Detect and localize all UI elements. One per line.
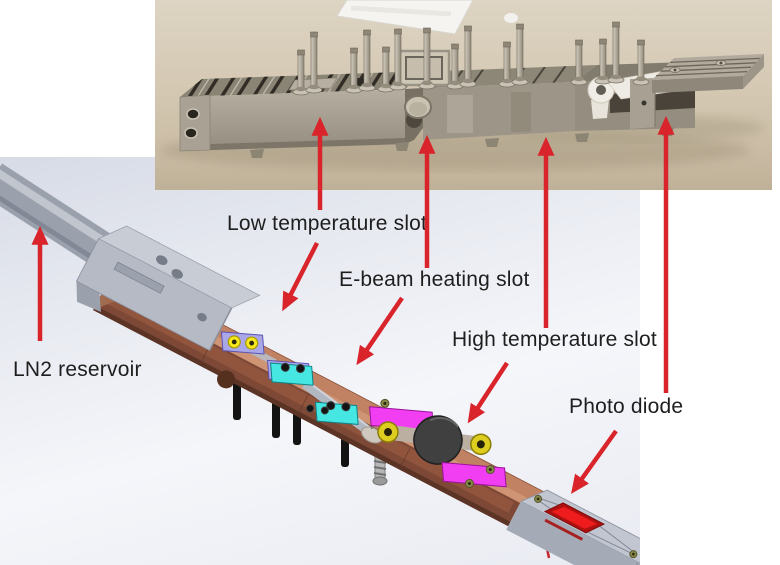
end-block xyxy=(506,489,640,565)
photo-area xyxy=(155,0,772,190)
label-photo-diode: Photo diode xyxy=(569,395,684,418)
paper-note xyxy=(336,0,518,35)
ebeam-plates xyxy=(270,362,383,444)
sample-holder-photo xyxy=(155,0,772,190)
label-ln2-reservoir: LN2 reservoir xyxy=(13,358,142,381)
washer-yellow-large xyxy=(377,421,492,456)
high-temp-plates xyxy=(369,398,507,488)
cad-model-svg xyxy=(0,163,640,565)
label-low-temperature-slot: Low temperature slot xyxy=(227,212,428,235)
ebeam-hole xyxy=(404,95,432,119)
label-high-temperature-slot: High temperature slot xyxy=(452,328,657,351)
cad-render-area xyxy=(0,157,640,565)
label-e-beam-heating-slot: E-beam heating slot xyxy=(339,268,530,291)
cad-assembly xyxy=(75,225,640,565)
bar-end-face xyxy=(179,94,211,152)
photo-diode-chip xyxy=(543,502,605,541)
end-plate xyxy=(652,54,764,93)
